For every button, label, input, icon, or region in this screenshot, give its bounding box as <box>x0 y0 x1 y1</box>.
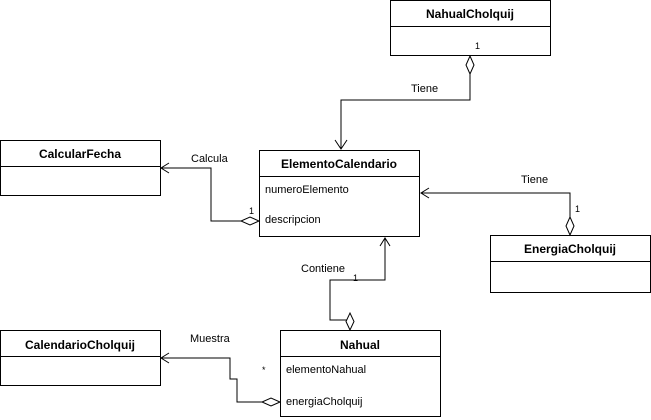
class-title: EnergiaCholquij <box>524 242 616 256</box>
multiplicity-label: 1 <box>249 206 254 216</box>
attribute-elemento-nahual: elementoNahual <box>286 364 366 376</box>
relation-label: Tiene <box>521 174 548 186</box>
relation-label: Calcula <box>191 153 229 165</box>
class-title: CalendarioCholquij <box>25 338 135 352</box>
arrow-head <box>160 162 170 174</box>
multiplicity-label: * <box>262 365 266 375</box>
class-calendario-cholquij[interactable]: CalendarioCholquij <box>0 330 161 386</box>
class-box <box>0 140 161 196</box>
class-box <box>0 330 161 386</box>
relation-line <box>161 167 241 222</box>
relation-line <box>340 74 471 148</box>
class-nahual-cholquij[interactable]: NahualCholquij <box>390 0 551 56</box>
class-title: ElementoCalendario <box>281 157 397 171</box>
multiplicity-label: 1 <box>575 204 580 214</box>
class-box <box>490 235 651 293</box>
arrow-head <box>160 352 170 364</box>
aggregation-diamond <box>260 397 282 407</box>
class-box <box>390 0 551 56</box>
relation-tiene-energia-cholquij[interactable]: 1 Tiene <box>420 174 580 237</box>
class-elemento-calendario[interactable]: ElementoCalendario numeroElemento descri… <box>259 150 420 237</box>
relation-tiene-nahual-cholquij[interactable]: 1 Tiene <box>334 41 480 150</box>
attribute-numero-elemento: numeroElemento <box>265 184 349 196</box>
relation-label: Muestra <box>190 333 231 345</box>
arrow-head <box>334 139 348 150</box>
class-title: NahualCholquij <box>426 7 514 21</box>
relation-label: Contiene <box>301 263 345 275</box>
class-title: Nahual <box>340 338 380 352</box>
aggregation-diamond <box>345 311 355 332</box>
class-title: CalcularFecha <box>39 147 121 161</box>
class-energia-cholquij[interactable]: EnergiaCholquij <box>490 235 651 293</box>
arrow-head <box>420 187 430 199</box>
relation-contiene[interactable]: 1 Contiene <box>301 237 391 332</box>
arrow-head <box>379 237 391 247</box>
multiplicity-label: 1 <box>353 273 358 283</box>
relation-line <box>421 192 571 217</box>
aggregation-diamond <box>565 215 575 237</box>
multiplicity-label: 1 <box>475 41 480 51</box>
class-nahual[interactable]: Nahual elementoNahual energiaCholquij <box>280 330 441 417</box>
relation-line <box>161 357 262 403</box>
class-box <box>280 330 441 417</box>
relation-calcula[interactable]: 1 Calcula <box>160 153 261 226</box>
class-box <box>259 150 420 237</box>
attribute-descripcion: descripcion <box>265 214 321 226</box>
attribute-energia-cholquij: energiaCholquij <box>286 396 362 408</box>
relation-label: Tiene <box>411 83 438 95</box>
aggregation-diamond <box>239 216 261 226</box>
relation-muestra[interactable]: * Muestra <box>160 333 282 407</box>
aggregation-diamond <box>465 54 475 76</box>
class-calcular-fecha[interactable]: CalcularFecha <box>0 140 161 196</box>
